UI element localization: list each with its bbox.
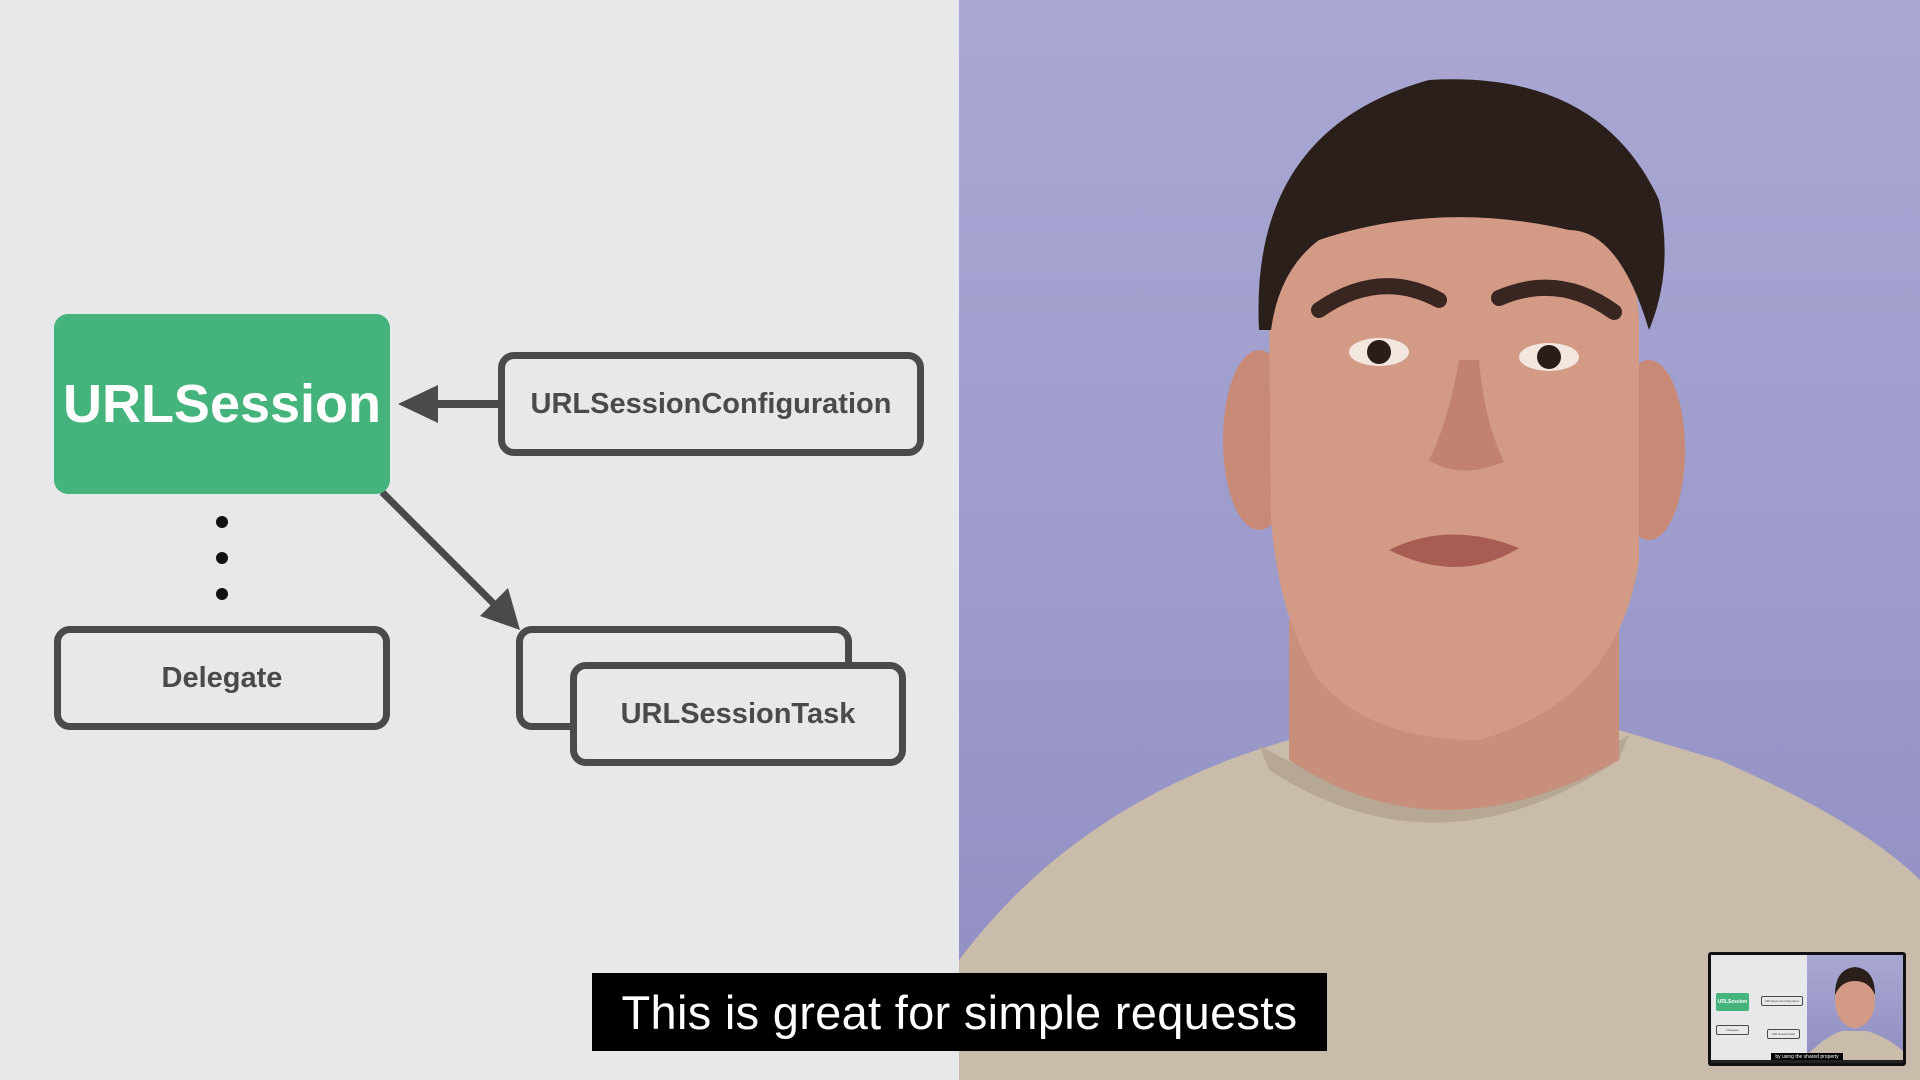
caption-text: This is great for simple requests [621, 985, 1298, 1039]
pip-task-node: URLSessionTask [1767, 1029, 1800, 1039]
presenter-video [959, 0, 1920, 1080]
task-label: URLSessionTask [620, 697, 856, 730]
pip-progress-bar [1711, 1060, 1903, 1063]
presenter-image [959, 79, 1920, 1080]
configuration-label: URLSessionConfiguration [530, 387, 892, 420]
pip-delegate-node: Delegate [1716, 1025, 1749, 1035]
arrow-left-icon [398, 385, 498, 423]
urlsession-node: URLSession [54, 314, 390, 494]
pip-presenter-image [1807, 967, 1903, 1063]
pip-urlsession-node: URLSession [1716, 993, 1749, 1011]
pip-slide: URLSession URLSessionConfiguration Deleg… [1711, 955, 1807, 1063]
delegate-node: Delegate [54, 626, 390, 730]
pip-caption: by using the shared property [1771, 1053, 1843, 1061]
delegate-label: Delegate [161, 661, 283, 694]
task-node-front: URLSessionTask [570, 662, 906, 766]
slide-panel: URLSession URLSessionConfiguration Deleg… [0, 0, 959, 1080]
diagram-connectors [216, 385, 520, 630]
vertical-ellipsis-icon [216, 516, 228, 600]
pip-presenter [1807, 955, 1903, 1063]
picture-in-picture-thumbnail[interactable]: URLSession URLSessionConfiguration Deleg… [1708, 952, 1906, 1066]
arrow-down-right-icon [379, 489, 520, 630]
pip-configuration-node: URLSessionConfiguration [1761, 996, 1803, 1006]
configuration-node: URLSessionConfiguration [498, 352, 924, 456]
subtitle-caption: This is great for simple requests [592, 973, 1327, 1051]
urlsession-label: URLSession [62, 374, 382, 434]
